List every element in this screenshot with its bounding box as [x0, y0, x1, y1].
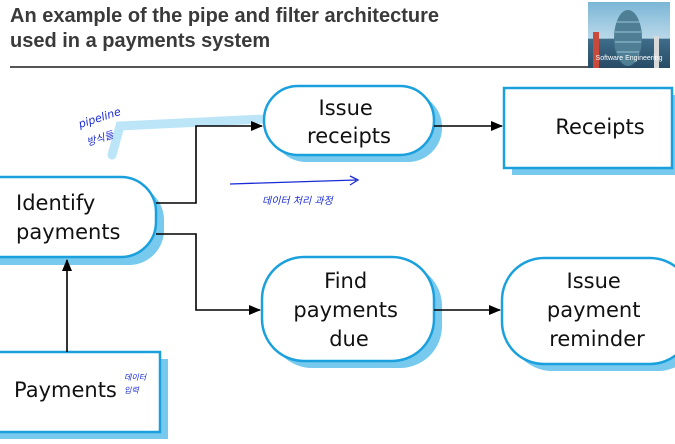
- svg-text:Payments: Payments: [14, 378, 117, 402]
- svg-text:Find payments due: Find payments due: [293, 269, 404, 351]
- issue-receipts-line-2: receipts: [307, 124, 391, 148]
- svg-text:Issue receipts: Issue receipts: [307, 96, 391, 148]
- svg-text:Issue payment remi: Issue payment reminder: [547, 269, 647, 351]
- svg-text:Receipts: Receipts: [555, 115, 644, 139]
- find-payments-due-line-1: Find: [324, 269, 367, 293]
- input-note-line-2: 입력: [124, 386, 140, 395]
- data-flow-note: 데이터 처리 과정: [262, 195, 335, 207]
- find-payments-due-node: Find payments due: [260, 255, 442, 368]
- title-divider: [10, 66, 665, 68]
- identify-payments-line-2: payments: [16, 220, 121, 244]
- flow-arrows: [62, 121, 503, 352]
- skyscraper-icon: [593, 10, 659, 68]
- logo-caption: Software Engineering: [595, 55, 663, 62]
- receipts-node: Receipts: [502, 86, 675, 175]
- issue-payment-reminder-line-1: Issue: [567, 269, 621, 293]
- identify-payments-line-1: Identify: [16, 191, 95, 215]
- issue-payment-reminder-line-2: payment: [547, 298, 641, 322]
- highlighter-stroke: [107, 113, 289, 160]
- arrow-identify-to-find-payments: [156, 233, 261, 315]
- book-cover-logo: Software Engineering: [588, 2, 670, 68]
- issue-payment-reminder-line-3: reminder: [549, 327, 645, 351]
- identify-payments-node: Identify payments: [0, 175, 164, 265]
- svg-text:Identify payments: Identify payments: [16, 191, 121, 244]
- issue-receipts-node: Issue receipts: [262, 84, 442, 162]
- issue-receipts-line-1: Issue: [319, 96, 373, 120]
- find-payments-due-line-3: due: [329, 327, 369, 351]
- slide-title-line-2: used in a payments system: [10, 30, 271, 52]
- payments-label: Payments: [14, 378, 117, 402]
- find-payments-due-line-2: payments: [293, 298, 398, 322]
- payments-node: Payments: [0, 350, 168, 439]
- input-note-line-1: 데이터: [124, 373, 148, 382]
- arrow-identify-to-issue-receipts: [156, 121, 263, 204]
- slide-title: An example of the pipe and filter archit…: [10, 4, 570, 54]
- data-flow-arrow-sketch: [229, 175, 360, 186]
- slide-title-line-1: An example of the pipe and filter archit…: [10, 5, 439, 27]
- issue-payment-reminder-node: Issue payment reminder: [500, 256, 675, 371]
- receipts-label: Receipts: [555, 115, 644, 139]
